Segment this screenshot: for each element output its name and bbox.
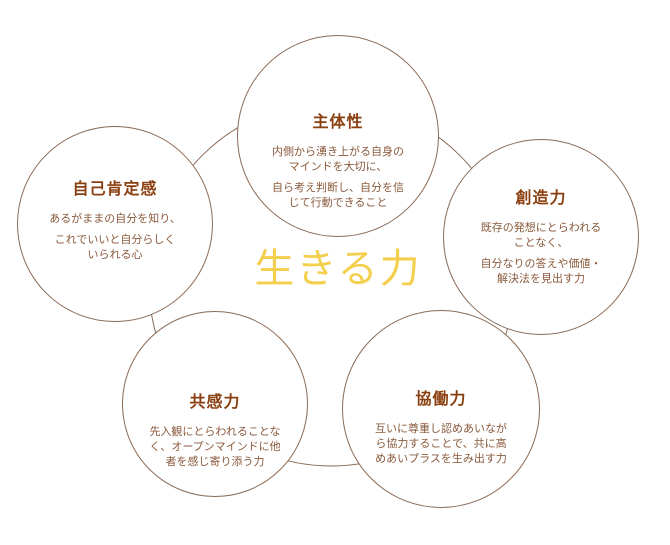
node-text-line: 者を感じ寄り添う力 <box>165 455 265 468</box>
node-text-line: 既存の発想にとらわれる <box>480 221 602 234</box>
node-souzouryoku: 創造力 既存の発想にとらわれることなく、自分なりの答えや価値・解決法を見出す力 <box>443 139 639 335</box>
node-text-line: いられる心 <box>87 248 143 261</box>
node-text-line: あるがままの自分を知り、 <box>49 212 181 225</box>
node-text-line: 自ら考え判断し、自分を信 <box>272 181 404 194</box>
node-text-line: じて行動できること <box>288 196 388 209</box>
node-text-line: 互いに尊重し認めあいなが <box>375 422 507 435</box>
node-text-line: 先入観にとらわれることな <box>149 425 281 438</box>
node-body: 先入観にとらわれることなく、オープンマインドに他者を感じ寄り添う力 <box>149 424 280 469</box>
node-text-line: めあいプラスを生み出す力 <box>375 452 507 465</box>
node-text-line: 内側から湧き上がる自身の <box>272 145 404 158</box>
node-kyoukanryoku: 共感力 先入観にとらわれることなく、オープンマインドに他者を感じ寄り添う力 <box>122 311 308 497</box>
node-text-line: 自分なりの答えや価値・ <box>480 257 602 270</box>
node-shutaisei: 主体性 内側から湧き上がる自身のマインドを大切に、自ら考え判断し、自分を信じて行… <box>237 35 439 237</box>
node-jikokouteikan: 自己肯定感 あるがままの自分を知り、これでいいと自分らしくいられる心 <box>17 126 213 322</box>
node-title: 創造力 <box>515 188 567 207</box>
node-text-line: これでいいと自分らしく <box>54 233 176 246</box>
node-text-line: マインドを大切に、 <box>288 160 388 173</box>
node-title: 自己肯定感 <box>72 179 158 198</box>
node-title: 共感力 <box>189 392 241 411</box>
node-body: あるがままの自分を知り、これでいいと自分らしくいられる心 <box>49 211 181 262</box>
node-text-line: ら協力することで、共に高 <box>375 437 507 450</box>
node-title: 協働力 <box>415 389 467 408</box>
node-text-line: く、オープンマインドに他 <box>149 440 281 453</box>
center-label: 生きる力 <box>254 246 422 292</box>
node-body: 互いに尊重し認めあいながら協力することで、共に高めあいプラスを生み出す力 <box>375 421 507 466</box>
node-body: 既存の発想にとらわれることなく、自分なりの答えや価値・解決法を見出す力 <box>481 220 602 286</box>
node-body: 内側から湧き上がる自身のマインドを大切に、自ら考え判断し、自分を信じて行動できる… <box>272 144 404 210</box>
node-text-line: ことなく、 <box>513 236 569 249</box>
node-text-line: 解決法を見出す力 <box>497 272 585 285</box>
node-kyoudouryoku: 協働力 互いに尊重し認めあいながら協力することで、共に高めあいプラスを生み出す力 <box>342 310 540 508</box>
node-title: 主体性 <box>312 112 364 131</box>
